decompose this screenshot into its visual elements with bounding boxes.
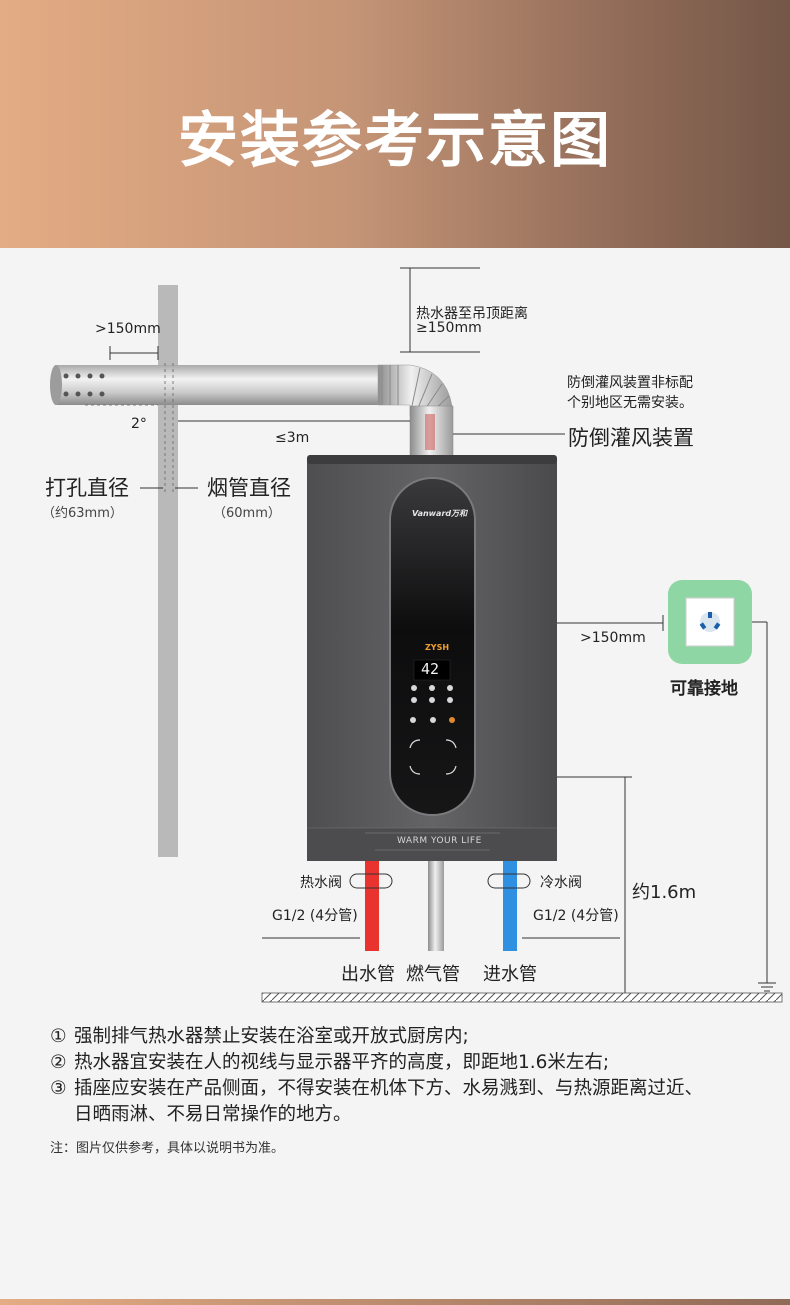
cold-pipe-size: G1/2 (4分管) — [533, 908, 619, 924]
inlet-pipe-label: 进水管 — [483, 964, 537, 985]
hot-water-pipe — [365, 861, 379, 951]
display-mode: ZYSH — [425, 643, 450, 652]
cold-water-pipe — [503, 861, 517, 951]
header-banner: 安装参考示意图 — [0, 0, 790, 248]
angle-label: 2° — [131, 416, 147, 432]
anti-backflow-valve — [425, 414, 435, 450]
panel-indicators — [410, 685, 455, 723]
ceiling-label-1: 热水器至吊顶距离 — [416, 306, 528, 322]
installation-diagram: >150mm 2° 热水器至吊顶距离 ≥150mm ≤3m 防倒灌风装置非标配 … — [0, 248, 790, 1018]
hole-diameter-value: （约63mm） — [42, 506, 123, 521]
outlet-pipe-label: 出水管 — [341, 964, 395, 985]
hot-valve-label: 热水阀 — [300, 875, 342, 891]
gas-pipe — [428, 861, 444, 951]
anti-backflow-note-1: 防倒灌风装置非标配 — [567, 375, 693, 391]
cold-valve-ring — [487, 873, 531, 889]
note-item-3-cont: 日晒雨淋、不易日常操作的地方。 — [74, 1104, 352, 1125]
socket-label: 可靠接地 — [670, 679, 738, 699]
control-panel — [389, 477, 476, 816]
anti-backflow-note-2: 个别地区无需安装。 — [567, 395, 693, 411]
hot-valve-ring — [349, 873, 393, 889]
socket-gap-label: >150mm — [580, 630, 646, 646]
flue-pipe — [55, 365, 385, 405]
flue-diameter-value: （60mm） — [213, 506, 281, 521]
hot-pipe-size: G1/2 (4分管) — [272, 908, 358, 924]
wall — [158, 285, 178, 857]
slogan: WARM YOUR LIFE — [397, 836, 482, 846]
wall-gap-label: >150mm — [95, 321, 161, 337]
bottom-bar — [0, 1299, 790, 1305]
hole-diameter-label: 打孔直径 — [45, 476, 129, 500]
display-screen — [413, 659, 451, 681]
gas-pipe-label: 燃气管 — [406, 964, 460, 985]
elbow-corrugation — [381, 365, 450, 415]
brand-logo: Vanward万和 — [412, 509, 468, 518]
page-title: 安装参考示意图 — [178, 106, 612, 176]
flue-length-label: ≤3m — [275, 430, 310, 446]
flue-vent-holes — [63, 373, 105, 397]
flue-diameter-label: 烟管直径 — [207, 476, 291, 500]
ceiling-label-2: ≥150mm — [416, 320, 482, 336]
cold-valve-label: 冷水阀 — [540, 875, 582, 891]
anti-backflow-label: 防倒灌风装置 — [568, 426, 694, 450]
diagram-graphics — [50, 267, 783, 1003]
flue-pipe-end — [50, 365, 62, 405]
footnote: 注：图片仅供参考，具体以说明书为准。 — [50, 1141, 285, 1156]
floor — [261, 992, 783, 1003]
display-value: 42 — [421, 660, 440, 678]
height-label: 约1.6m — [632, 882, 697, 903]
